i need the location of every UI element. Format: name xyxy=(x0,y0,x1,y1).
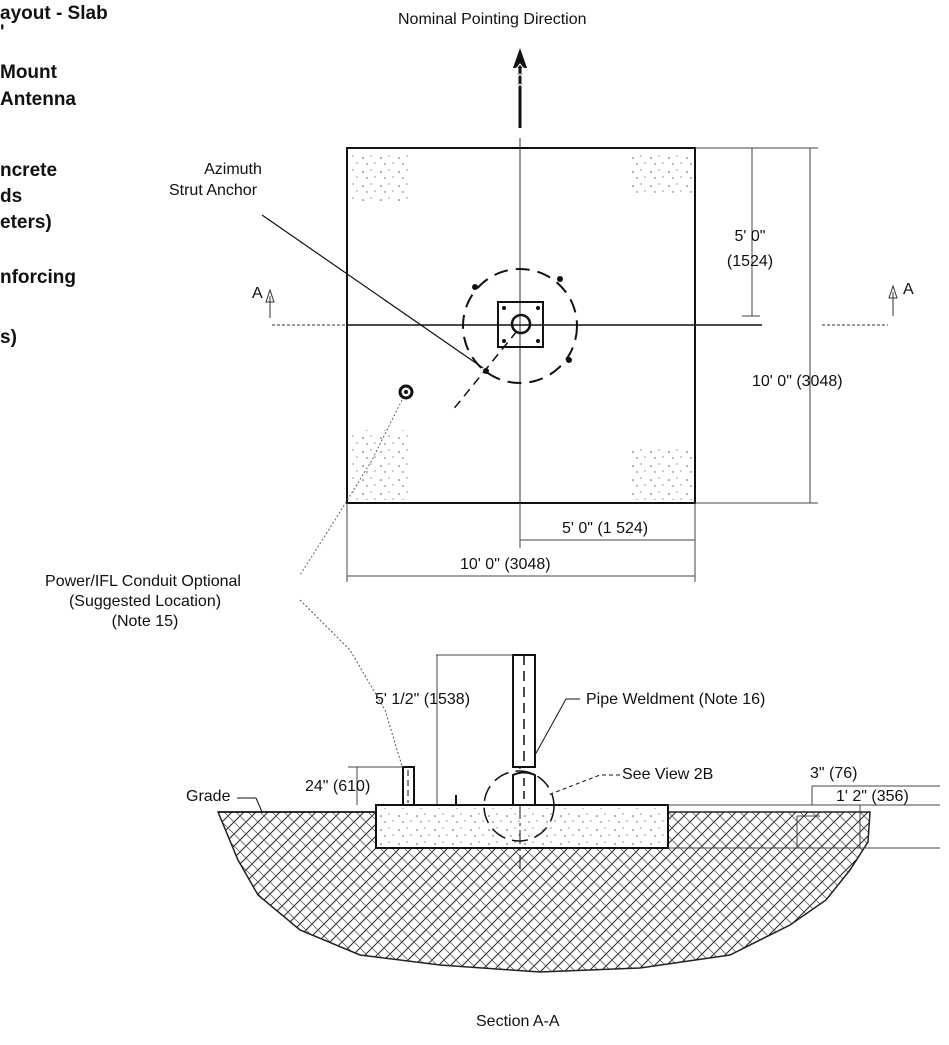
section-mark-left-label: A xyxy=(252,285,263,302)
view-2b-circle xyxy=(483,770,555,842)
note-line: ' xyxy=(0,22,5,43)
view-2b-label: See View 2B xyxy=(622,766,714,783)
conduit-leader xyxy=(299,399,403,576)
note-line: nforcing xyxy=(0,267,76,288)
anchor-bolt-circle xyxy=(462,268,578,384)
conduit-symbol xyxy=(398,384,414,400)
pipe-weldment-label: Pipe Weldment (Note 16) xyxy=(586,691,766,708)
dim-slab-label: 1' 2" (356) xyxy=(836,788,909,805)
pointing-arrow xyxy=(513,48,527,128)
dim-full-vertical-label: 10' 0" (3048) xyxy=(752,373,843,390)
dim-half-vertical-label: 5' 0" xyxy=(734,228,766,245)
azimuth-label-line2: Strut Anchor xyxy=(168,182,258,199)
note-line: eters) xyxy=(0,212,52,233)
dim-full-horizontal-label: 10' 0" (3048) xyxy=(460,556,551,573)
note-line: s) xyxy=(0,327,17,348)
section-mark-left xyxy=(265,288,275,318)
dim-top-label: 3" (76) xyxy=(810,765,858,782)
conduit-label-line3: (Note 15) xyxy=(111,613,179,630)
anchor-bolt xyxy=(557,276,563,282)
grade-label: Grade xyxy=(186,788,231,805)
dim-conduit-label: 24" (610) xyxy=(305,778,371,795)
note-line: ds xyxy=(0,186,23,207)
pointing-direction-label: Nominal Pointing Direction xyxy=(398,11,587,28)
section-caption: Section A-A xyxy=(476,1013,560,1030)
note-line: ncrete xyxy=(0,160,58,181)
anchor-bolt xyxy=(566,357,572,363)
dim-half-horizontal-label: 5' 0" (1 524) xyxy=(562,520,649,537)
note-line: Antenna xyxy=(0,89,76,110)
azimuth-leader xyxy=(261,214,484,369)
corner-texture xyxy=(350,430,410,500)
note-line: ayout - Slab xyxy=(0,3,108,24)
corner-texture xyxy=(350,151,410,201)
base-plate xyxy=(497,301,544,348)
section-mark-right xyxy=(888,284,898,316)
section-view xyxy=(216,599,940,973)
note-line: Mount xyxy=(0,62,57,83)
azimuth-strut-anchor xyxy=(483,368,489,374)
azimuth-label-line1: Azimuth xyxy=(204,161,262,178)
section-mark-right-label: A xyxy=(903,281,914,298)
top-view xyxy=(261,48,898,582)
dim-pipe-height-label: 5' 1/2" (1538) xyxy=(375,691,471,708)
conduit-label-line1: Power/IFL Conduit Optional xyxy=(45,573,241,590)
corner-texture xyxy=(632,151,692,196)
conduit-label-line2: (Suggested Location) xyxy=(68,593,222,610)
mast-pipe xyxy=(510,313,532,335)
dim-half-vertical-mm: (1524) xyxy=(726,253,774,270)
corner-texture xyxy=(632,445,692,500)
anchor-bolt xyxy=(472,284,478,290)
